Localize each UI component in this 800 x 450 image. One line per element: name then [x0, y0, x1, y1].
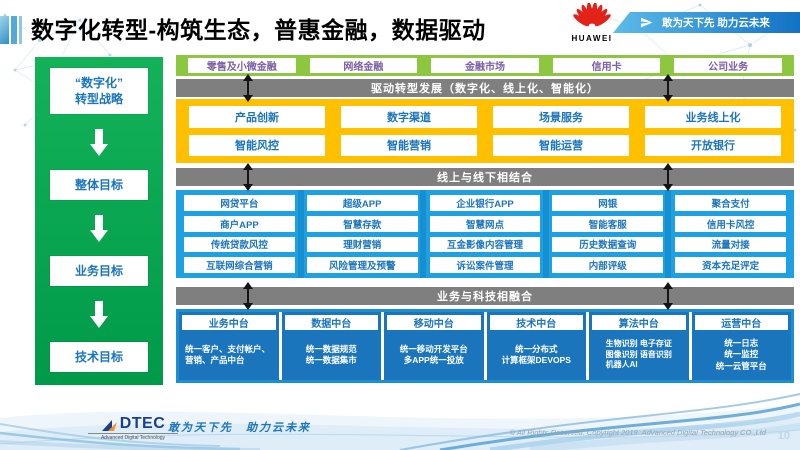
platform-title: 移动中台	[387, 315, 481, 330]
down-arrow-icon	[88, 129, 110, 156]
footer-slogan: 敢为天下先 助力云未来	[168, 422, 311, 434]
platform-desc: 统一移动开发平台 多APP统一投放	[399, 343, 468, 365]
business-line-corporate: 公司业务	[674, 58, 782, 73]
title-accent-bars	[0, 14, 26, 46]
huawei-flower-icon	[573, 2, 611, 27]
paper-plane-icon	[641, 17, 653, 28]
down-arrow-icon	[88, 301, 110, 328]
adtec-logo: DTEC Advanced Digital Technology	[88, 416, 178, 441]
updown-arrow-icon	[242, 282, 254, 310]
app-item: 诉讼案件管理	[429, 257, 541, 273]
connector-bar-label: 驱动转型发展（数字化、线上化、智能化）	[371, 83, 599, 95]
updown-arrow-icon	[242, 74, 254, 102]
connector-bar-label: 线上与线下相结合	[437, 172, 533, 184]
app-item: 商户APP	[184, 215, 295, 232]
huawei-wordmark: HUAWEI	[571, 34, 613, 43]
platform-desc: 统一分布式 计算框架DEVOPS	[501, 343, 571, 365]
app-item: 智慧存款	[306, 215, 418, 232]
down-arrow-icon	[88, 215, 110, 242]
sidebar-item-tech-goal: 技术目标	[50, 342, 148, 372]
app-item: 内部评级	[552, 257, 664, 273]
platform-data: 数据中台 统一数据规范 统一数据集市	[281, 312, 381, 380]
app-item: 智慧网点	[429, 215, 541, 232]
column-divider	[542, 190, 549, 278]
connector-bar-online-offline: 线上与线下相结合	[176, 163, 794, 191]
app-item: 网银	[552, 195, 664, 211]
platform-title: 数据中台	[284, 315, 378, 330]
capability-product-innovation: 产品创新	[189, 106, 325, 128]
platform-algorithm: 算法中台 生物识别 电子存证 图像识别 语音识别 机器人AI	[589, 312, 689, 380]
platform-title: 业务中台	[182, 315, 276, 330]
sidebar-item-digital-strategy: “数字化” 转型战略	[50, 68, 148, 114]
business-line-credit-card: 信用卡	[552, 58, 661, 73]
platform-title: 算法中台	[592, 315, 686, 330]
platform-mobile: 移动中台 统一移动开发平台 多APP统一投放	[384, 312, 484, 380]
capability-smart-operations: 智能运营	[493, 134, 629, 156]
platform-title: 运营中台	[694, 315, 788, 330]
app-item: 流量对接	[675, 236, 786, 253]
capability-smart-marketing: 智能营销	[341, 134, 477, 156]
capability-business-online: 业务线上化	[645, 106, 781, 128]
page-title: 数字化转型-构筑生态，普惠金融，数据驱动	[31, 17, 486, 43]
app-item: 传统贷款风控	[184, 236, 295, 253]
updown-arrow-icon	[662, 163, 674, 191]
platform-tech: 技术中台 统一分布式 计算框架DEVOPS	[486, 312, 586, 380]
business-line-internet-finance: 网络金融	[309, 58, 418, 73]
capability-scenario-services: 场景服务	[493, 106, 629, 128]
app-item: 信用卡风控	[675, 215, 786, 232]
page-number: 10	[777, 430, 790, 442]
updown-arrow-icon	[242, 163, 254, 191]
adtec-wordmark: DTEC	[119, 415, 166, 432]
copyright-text: © All Rights Reserved. Copyright 2019. A…	[509, 428, 767, 437]
connector-bar-label: 业务与科技相融合	[437, 291, 533, 303]
platform-title: 技术中台	[489, 315, 583, 330]
adtec-subtext: Advanced Digital Technology	[88, 433, 178, 441]
app-item: 互金影像内容管理	[429, 236, 541, 253]
app-item: 风险管理及预警	[306, 257, 418, 273]
business-lines-row: 零售及小微金融 网络金融 金融市场 信用卡 公司业务	[176, 55, 794, 76]
platform-business: 业务中台 统一客户、支付帐户、营销、产品中台	[179, 312, 279, 380]
connector-bar-tech-fusion: 业务与科技相融合	[176, 282, 794, 310]
platform-desc: 生物识别 电子存证 图像识别 语音识别 机器人AI	[605, 339, 672, 370]
connector-bar-transformation: 驱动转型发展（数字化、线上化、智能化）	[176, 74, 794, 102]
app-item: 聚合支付	[675, 195, 786, 211]
column-divider	[420, 190, 427, 278]
app-item: 企业银行APP	[429, 195, 541, 211]
business-line-retail: 零售及小微金融	[188, 58, 296, 73]
updown-arrow-icon	[662, 282, 674, 310]
huawei-logo: HUAWEI	[566, 2, 618, 43]
capability-digital-channels: 数字渠道	[341, 106, 477, 128]
capability-open-banking: 开放银行	[645, 134, 781, 156]
platform-panel: 业务中台 统一客户、支付帐户、营销、产品中台 数据中台 统一数据规范 统一数据集…	[176, 309, 794, 383]
platform-operations: 运营中台 统一日志 统一监控 统一云管平台	[691, 312, 791, 380]
app-item: 互联网综合营销	[184, 257, 295, 273]
business-line-financial-markets: 金融市场	[431, 58, 539, 73]
application-grid-panel: 网贷平台 超级APP 企业银行APP 网银 聚合支付 商户APP 智慧存款 智慧…	[176, 190, 794, 278]
app-item: 资本充足评定	[675, 257, 786, 273]
app-item: 智能客服	[552, 215, 664, 232]
platform-desc: 统一日志 统一监控 统一云管平台	[715, 338, 767, 371]
capability-panel: 产品创新 数字渠道 场景服务 业务线上化 智能风控 智能营销 智能运营 开放银行	[176, 99, 794, 163]
platform-desc: 统一数据规范 统一数据集市	[305, 343, 357, 365]
app-item: 网贷平台	[184, 195, 295, 211]
capability-smart-risk: 智能风控	[189, 134, 325, 156]
slogan-banner: 敢为天下先 助力云未来	[613, 12, 800, 33]
column-divider	[297, 190, 304, 278]
sidebar-item-business-goal: 业务目标	[50, 256, 148, 286]
platform-desc: 统一客户、支付帐户、营销、产品中台	[185, 343, 271, 365]
app-item: 历史数据查询	[552, 236, 664, 253]
strategy-sidebar: “数字化” 转型战略 整体目标 业务目标 技术目标	[35, 57, 163, 385]
updown-arrow-icon	[662, 74, 674, 102]
banner-slogan-text: 敢为天下先 助力云未来	[662, 17, 770, 29]
adtec-arrow-icon	[101, 420, 117, 431]
sidebar-item-overall-goal: 整体目标	[50, 170, 148, 200]
column-divider	[665, 190, 672, 278]
app-item: 理财营销	[306, 236, 418, 253]
app-item: 超级APP	[306, 195, 418, 211]
